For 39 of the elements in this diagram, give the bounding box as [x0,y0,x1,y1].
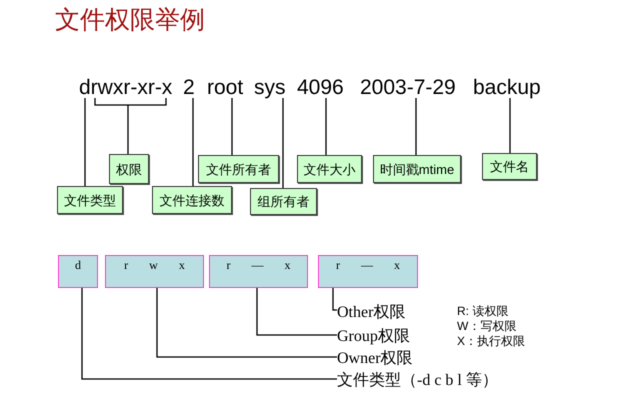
callout-label: Owner权限 [337,350,413,368]
leader-line [94,97,167,155]
callout-box: 文件大小 [297,155,362,183]
callout-box: 时间戳mtime [373,155,461,183]
leader-line [282,98,284,188]
listing-text: 2 [183,77,195,98]
callout-box: 文件连接数 [152,186,232,214]
listing-text: 2003-7-29 [360,77,456,98]
leader-line [156,288,337,358]
note-text: W：写权限 [457,319,516,333]
permission-field-box: d [58,255,98,288]
leader-line [325,98,327,155]
title: 文件权限举例 [55,5,205,35]
callout-box: 组所有者 [250,188,317,215]
leader-line [415,98,417,155]
listing-text: drwxr-xr-x [79,77,172,98]
leader-line [509,98,511,153]
permission-field-box: r — x [318,255,418,288]
callout-box: 文件类型 [57,186,123,214]
callout-box: 权限 [109,154,149,184]
callout-label: Other权限 [337,304,406,322]
note-text: R: 读权限 [457,304,508,318]
leader-line [192,98,194,186]
permission-field-box: r — x [209,255,308,288]
leader-line [256,288,337,336]
listing-text: root [207,77,244,98]
leader-line [332,288,337,311]
leader-line [81,288,337,380]
listing-text: 4096 [297,77,344,98]
leader-line [84,98,86,186]
leader-line [231,98,233,155]
callout-box: 文件名 [482,153,537,180]
callout-label: Group权限 [337,328,410,346]
callout-box: 文件所有者 [198,155,279,183]
permission-field-box: r w x [105,255,204,288]
listing-text: backup [473,77,541,98]
note-text: X：执行权限 [457,334,526,348]
callout-label: 文件类型（-d c b l 等） [337,372,498,390]
listing-text: sys [254,77,286,98]
